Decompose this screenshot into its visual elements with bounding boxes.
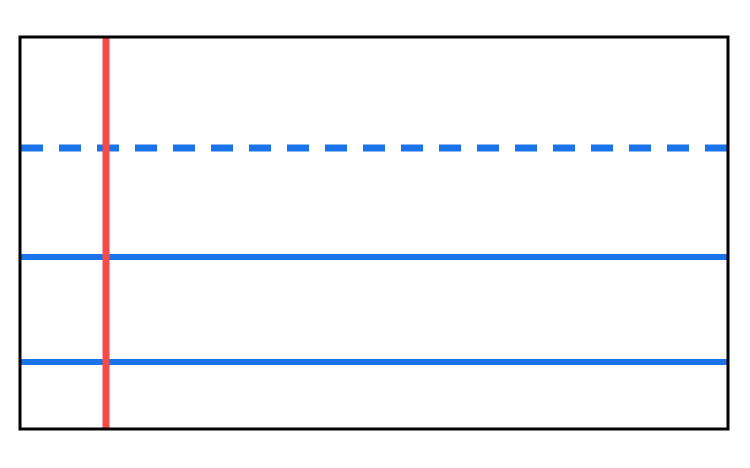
paper-background <box>20 37 728 429</box>
paper-frame <box>18 35 730 431</box>
